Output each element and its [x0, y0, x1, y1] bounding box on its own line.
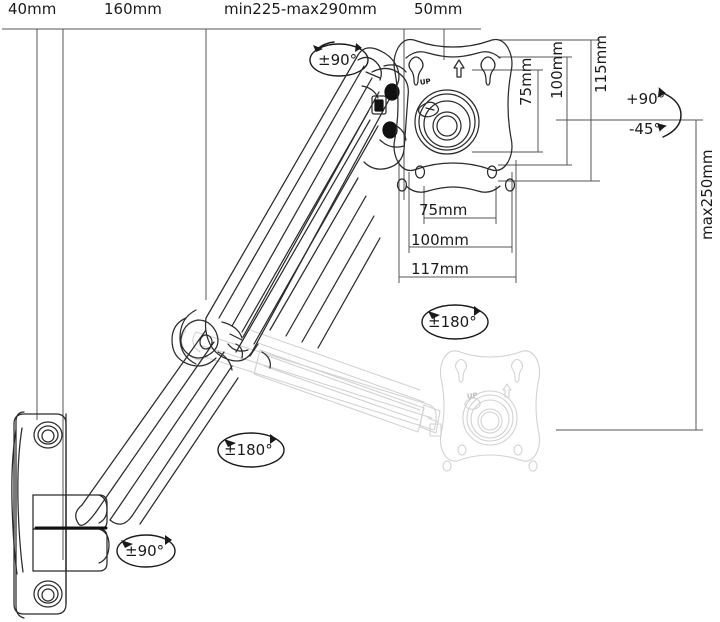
dimension-lines	[2, 28, 703, 560]
dim-stroke-range: min225-max290mm	[224, 0, 377, 18]
wall-plate	[11, 411, 67, 619]
dim-100mm-horizontal: 100mm	[411, 231, 469, 249]
dim-115mm-vertical: 115mm	[592, 35, 610, 93]
dim-117mm-horizontal: 117mm	[411, 260, 469, 278]
rotation-ellipse-elbow-180	[217, 432, 285, 468]
vesa-up-label-ghost: UP	[466, 391, 479, 401]
rotation-ellipse-vesa-90	[309, 43, 369, 77]
tilt-head	[363, 64, 409, 170]
dim-75mm-horizontal: 75mm	[419, 201, 468, 219]
rotation-vesa-180-label: ±180°	[428, 313, 477, 331]
dim-100mm-vertical: 100mm	[548, 41, 566, 99]
dim-max250mm: max250mm	[698, 149, 716, 240]
elbow-joint	[171, 309, 243, 371]
vesa-up-label: UP	[419, 77, 432, 87]
wall-rotation-joint	[32, 494, 110, 572]
dim-40mm: 40mm	[8, 0, 57, 18]
dim-160mm: 160mm	[104, 0, 162, 18]
rotation-ellipse-wall-90	[116, 534, 176, 568]
mount-assembly	[11, 38, 516, 619]
tilt-down-label: -45°	[629, 120, 661, 138]
ghost-assembly	[180, 329, 541, 472]
rotation-ellipse-vesa-180	[421, 304, 489, 340]
dim-50mm: 50mm	[414, 0, 463, 18]
rotation-elbow-180-label: ±180°	[224, 441, 273, 459]
lower-arm	[75, 319, 239, 526]
vesa-plate	[393, 38, 516, 193]
rotation-vesa-90-label: ±90°	[318, 51, 358, 69]
rotation-indicators	[116, 41, 489, 568]
tilt-up-label: +90°	[626, 90, 666, 108]
dim-75mm-vertical: 75mm	[517, 57, 535, 106]
tilt-arrow-icon	[657, 87, 682, 138]
gas-spring-arm	[204, 47, 400, 369]
rotation-wallplate-90-label: ±90°	[125, 542, 165, 560]
